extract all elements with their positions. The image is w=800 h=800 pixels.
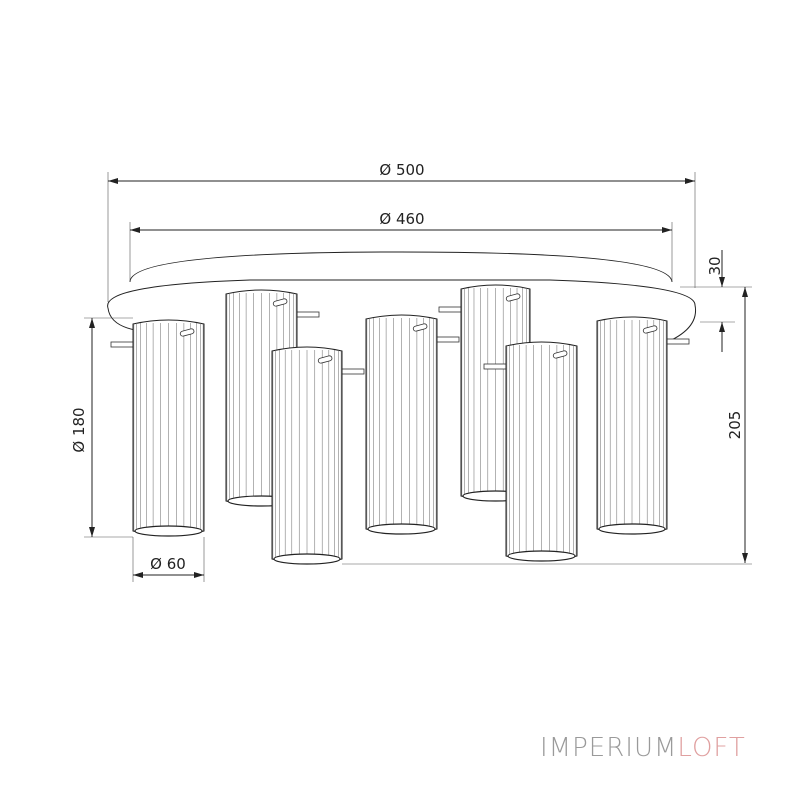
shade-cylinder bbox=[596, 316, 690, 535]
mount-rod bbox=[110, 341, 134, 348]
shade-cylinder bbox=[365, 314, 460, 535]
adjust-screw bbox=[179, 328, 195, 337]
shade-cylinder bbox=[110, 319, 205, 537]
ceiling-plate bbox=[107, 251, 697, 346]
shade-diameter-label: Ø 60 bbox=[150, 555, 186, 573]
shade-height-label: Ø 180 bbox=[70, 407, 88, 452]
adjust-screw bbox=[552, 350, 568, 359]
mount-rod bbox=[483, 363, 507, 370]
outer-diameter-label: Ø 500 bbox=[379, 161, 424, 179]
shade-opening bbox=[273, 553, 341, 565]
shade-opening bbox=[367, 523, 436, 535]
shade-opening bbox=[134, 525, 203, 537]
mount-rod bbox=[438, 306, 462, 313]
shade-cylinder bbox=[483, 341, 578, 562]
plate-thickness-label: 30 bbox=[706, 256, 724, 275]
mount-rod bbox=[341, 368, 365, 375]
mount-rod bbox=[666, 338, 690, 345]
adjust-screw bbox=[642, 325, 658, 334]
adjust-screw bbox=[505, 293, 521, 302]
logo-part-imperium: IMPERIUM bbox=[540, 733, 678, 763]
shades bbox=[110, 284, 690, 565]
dimension-lines bbox=[84, 172, 752, 582]
total-height-label: 205 bbox=[726, 411, 744, 440]
plate-diameter-label: Ø 460 bbox=[379, 210, 424, 228]
adjust-screw bbox=[272, 298, 288, 307]
shade-cylinder bbox=[271, 346, 365, 565]
logo-part-loft: LOFT bbox=[677, 733, 746, 763]
shade-opening bbox=[598, 523, 666, 535]
adjust-screw bbox=[317, 355, 333, 364]
mount-rod bbox=[296, 311, 320, 318]
shade-opening bbox=[507, 550, 576, 562]
mount-rod bbox=[436, 336, 460, 343]
brand-logo: IMPERIUMLOFT bbox=[540, 733, 746, 763]
adjust-screw bbox=[412, 323, 428, 332]
